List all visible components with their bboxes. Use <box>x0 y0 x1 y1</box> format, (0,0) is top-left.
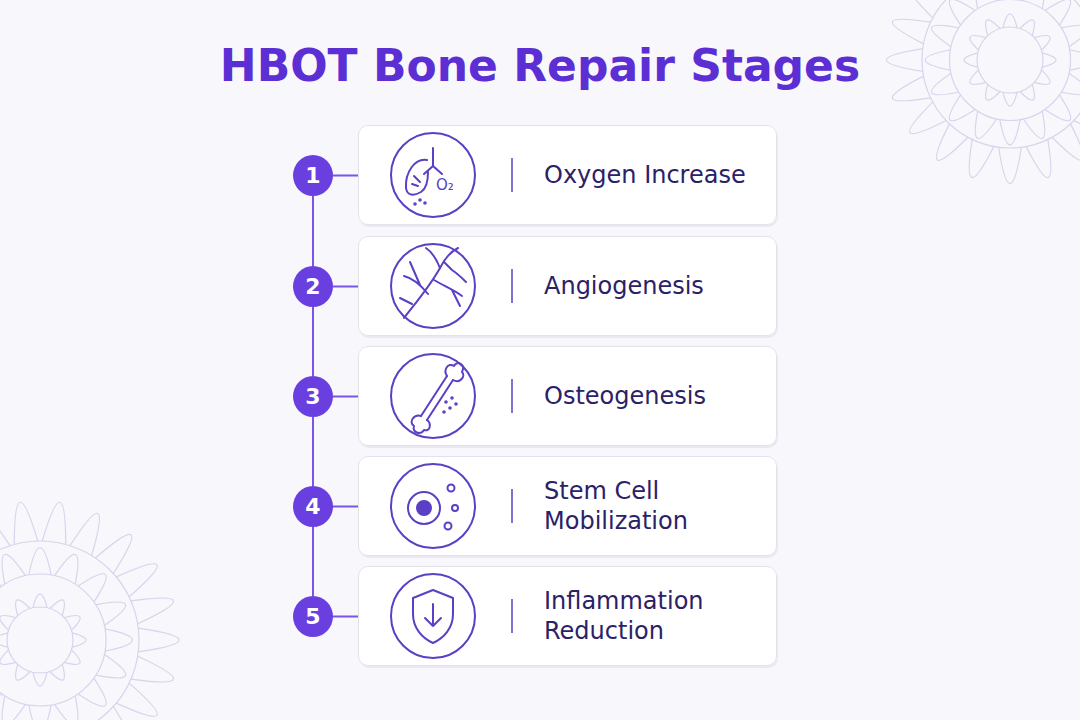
mandala-ornament <box>886 0 1080 184</box>
timeline-connector <box>312 527 314 596</box>
step-number: 3 <box>305 384 320 409</box>
stage-label: Oxygen Increase <box>544 160 746 190</box>
divider-lines <box>511 158 513 633</box>
timeline-connector <box>333 506 358 508</box>
card-backgrounds <box>358 125 778 668</box>
step-number: 4 <box>305 494 320 519</box>
timeline-connector <box>333 286 358 288</box>
step-number-circle: 5 <box>293 596 333 637</box>
mandala-ornament <box>0 502 179 720</box>
step-number: 1 <box>305 163 320 188</box>
stage-card: Oxygen Increase <box>358 125 777 225</box>
stage-label: Stem Cell Mobilization <box>544 476 764 536</box>
timeline-connector <box>333 396 358 398</box>
stem-cell-icon <box>391 464 475 548</box>
timeline-connector <box>333 175 358 177</box>
step-number-circle: 1 <box>293 155 333 196</box>
stage-card: Inflammation Reduction <box>358 566 777 666</box>
stage-card: Angiogenesis <box>358 236 777 336</box>
timeline-connector <box>333 616 358 618</box>
icon-label: O₂ <box>436 176 454 194</box>
timeline-connector <box>312 196 314 266</box>
bone-icon <box>391 354 475 438</box>
lungs-icon <box>391 133 475 217</box>
stage-card: Osteogenesis <box>358 346 777 446</box>
step-number-circle: 4 <box>293 486 333 527</box>
timeline-connector <box>312 307 314 376</box>
step-number-circle: 2 <box>293 266 333 307</box>
step-number: 5 <box>305 604 320 629</box>
stage-label: Inflammation Reduction <box>544 586 764 646</box>
timeline-connector <box>312 417 314 486</box>
step-number-circle: 3 <box>293 376 333 417</box>
stage-card: Stem Cell Mobilization <box>358 456 777 556</box>
stage-label: Angiogenesis <box>544 271 704 301</box>
blood-vessel-icon <box>391 244 475 328</box>
diagram-title: HBOT Bone Repair Stages <box>0 40 1080 91</box>
stage-label: Osteogenesis <box>544 381 706 411</box>
shield-icon <box>391 574 475 658</box>
step-number: 2 <box>305 274 320 299</box>
